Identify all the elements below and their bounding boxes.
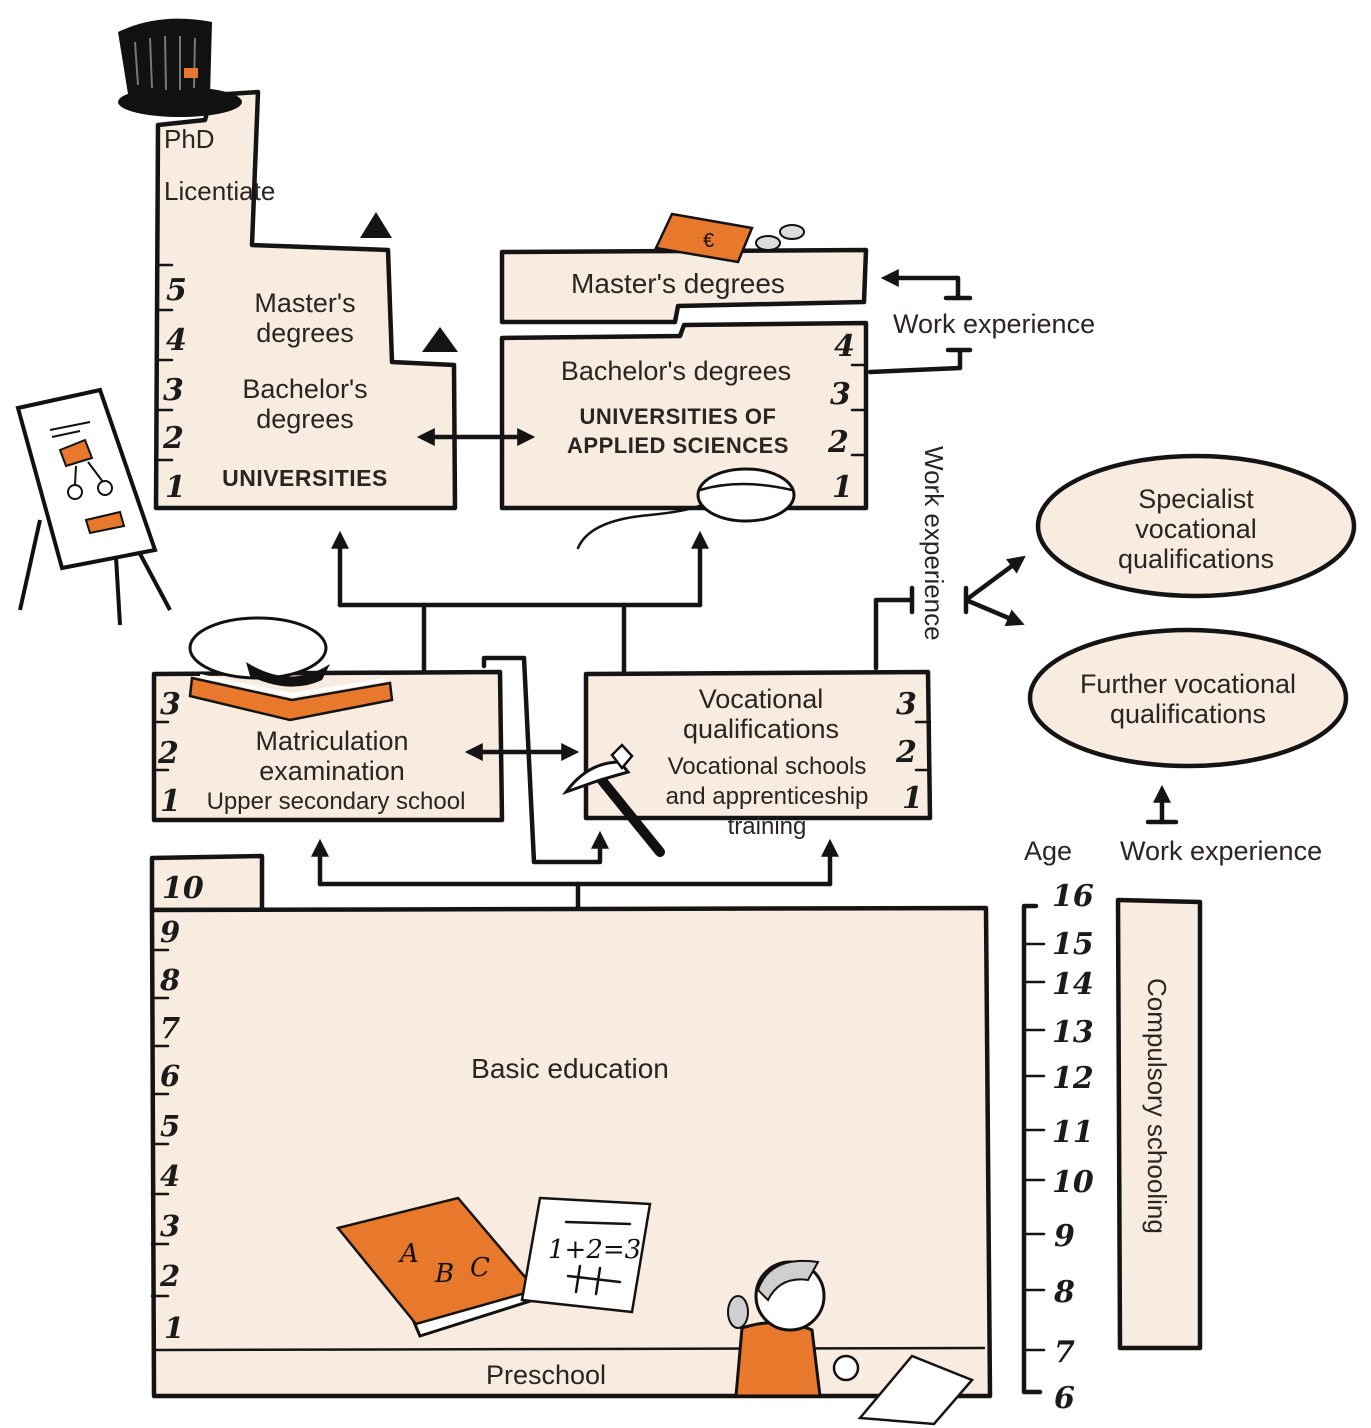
work-experience-vertical-label: Work experience bbox=[919, 446, 949, 641]
compulsory-schooling-bar: Compulsory schooling bbox=[1115, 897, 1203, 1351]
uni-masters-line2: degrees bbox=[256, 318, 354, 348]
specialist-line3: qualifications bbox=[1118, 544, 1274, 574]
book-letter-b: B bbox=[434, 1259, 454, 1289]
vocational-block: 3 2 1 Vocational qualifications Vocation… bbox=[583, 669, 933, 840]
uni-bachelors-line1: Bachelor's bbox=[242, 374, 367, 404]
grade-7: 7 bbox=[160, 1011, 180, 1045]
upsec-year-3: 3 bbox=[160, 687, 181, 722]
uas-year-3: 3 bbox=[830, 377, 851, 412]
licentiate-label: Licentiate bbox=[164, 176, 275, 206]
age-15: 15 bbox=[1052, 927, 1094, 962]
uas-year-4: 4 bbox=[834, 329, 855, 364]
book-letter-c: C bbox=[470, 1253, 490, 1283]
vocational-qual-line2: qualifications bbox=[683, 714, 839, 744]
specialist-line1: Specialist bbox=[1138, 484, 1254, 514]
compulsory-schooling-label: Compulsory schooling bbox=[1142, 978, 1172, 1234]
age-11: 11 bbox=[1052, 1115, 1094, 1150]
further-line2: qualifications bbox=[1110, 699, 1266, 729]
work-experience-branch-arrows bbox=[873, 555, 1026, 671]
money-illustration: € bbox=[654, 212, 805, 264]
uas-masters-label: Master's degrees bbox=[571, 268, 785, 299]
universities-title: UNIVERSITIES bbox=[222, 465, 388, 491]
age-6: 6 bbox=[1054, 1381, 1075, 1416]
age-10: 10 bbox=[1052, 1165, 1094, 1200]
uni-step-arrow-upper bbox=[360, 212, 392, 238]
uas-title-line2: APPLIED SCIENCES bbox=[567, 433, 789, 458]
higher-education-arrows bbox=[331, 530, 709, 675]
flipchart-illustration bbox=[15, 387, 172, 626]
vocational-schools-line3: training bbox=[728, 813, 807, 840]
age-14: 14 bbox=[1052, 967, 1094, 1002]
grade-2: 2 bbox=[159, 1259, 180, 1293]
abc-book-illustration: A B C bbox=[335, 1196, 543, 1338]
age-7: 7 bbox=[1054, 1335, 1075, 1370]
uni-year-2: 2 bbox=[162, 421, 184, 456]
uni-year-5: 5 bbox=[166, 273, 187, 308]
matriculation-line2: examination bbox=[259, 756, 405, 786]
book-letter-a: A bbox=[398, 1239, 419, 1269]
vocational-qual-line1: Vocational bbox=[699, 684, 824, 714]
upsec-year-2: 2 bbox=[157, 736, 179, 771]
age-9: 9 bbox=[1054, 1219, 1075, 1254]
vocational-schools-line1: Vocational schools bbox=[668, 753, 867, 780]
hammer-illustration bbox=[561, 743, 665, 857]
work-experience-bottom-label: Work experience bbox=[1120, 836, 1322, 866]
euro-symbol: € bbox=[703, 230, 714, 252]
grade-6: 6 bbox=[160, 1059, 180, 1093]
upper-secondary-school-label: Upper secondary school bbox=[207, 788, 466, 815]
specialist-qualifications: Specialist vocational qualifications bbox=[1035, 453, 1357, 599]
top-hat-illustration bbox=[118, 18, 242, 117]
math-paper-illustration: 1+2=3 bbox=[520, 1196, 652, 1314]
uni-year-4: 4 bbox=[166, 323, 187, 358]
vocational-schools-line2: and apprenticeship bbox=[666, 783, 869, 810]
preschool-label: Preschool bbox=[486, 1360, 606, 1390]
grade-1: 1 bbox=[164, 1311, 184, 1345]
basic-to-secondary-arrows bbox=[311, 838, 839, 911]
uas-year-1: 1 bbox=[832, 470, 853, 505]
uas-block: Master's degrees 4 3 2 1 Bachelor's degr… bbox=[499, 247, 869, 511]
voc-year-3: 3 bbox=[896, 687, 917, 722]
matriculation-line1: Matriculation bbox=[255, 726, 408, 756]
grade-9: 9 bbox=[160, 915, 180, 949]
further-qualifications: Further vocational qualifications bbox=[1027, 627, 1349, 769]
age-13: 13 bbox=[1052, 1015, 1094, 1050]
uas-bachelors-label: Bachelor's degrees bbox=[561, 356, 791, 386]
further-line1: Further vocational bbox=[1080, 669, 1296, 699]
voc-year-2: 2 bbox=[895, 735, 917, 770]
uas-year-2: 2 bbox=[827, 425, 849, 460]
uas-title-line1: UNIVERSITIES OF bbox=[580, 404, 777, 429]
child-illustration bbox=[727, 1259, 975, 1426]
grade-3: 3 bbox=[160, 1209, 180, 1243]
age-scale: Age 16 15 14 13 12 11 10 9 8 7 6 bbox=[1021, 836, 1094, 1416]
work-experience-top: Work experience bbox=[867, 269, 1095, 375]
age-label: Age bbox=[1024, 836, 1072, 866]
grade-10: 10 bbox=[162, 871, 204, 906]
upsec-year-1: 1 bbox=[160, 784, 181, 819]
uni-step-arrow-lower bbox=[422, 327, 458, 352]
grade-5: 5 bbox=[160, 1109, 180, 1143]
uni-year-1: 1 bbox=[165, 470, 186, 505]
upsec-to-vocational-route-arrow bbox=[481, 655, 609, 865]
voc-year-1: 1 bbox=[902, 781, 923, 816]
uni-masters-line1: Master's bbox=[254, 288, 355, 318]
universities-block: 5 4 3 2 1 PhD Licentiate Master's degree… bbox=[153, 89, 458, 511]
uni-bachelors-line2: degrees bbox=[256, 404, 354, 434]
math-equation: 1+2=3 bbox=[548, 1235, 641, 1265]
grade-8: 8 bbox=[159, 963, 180, 997]
basic-education-block: 10 9 8 7 6 5 4 3 2 1 Basic education Pre… bbox=[149, 853, 993, 1399]
uni-year-3: 3 bbox=[163, 373, 184, 408]
basic-education-label: Basic education bbox=[471, 1053, 669, 1084]
age-8: 8 bbox=[1053, 1275, 1075, 1310]
computer-mouse-illustration bbox=[576, 467, 796, 550]
work-experience-bottom: Work experience bbox=[1120, 784, 1322, 866]
specialist-line2: vocational bbox=[1135, 514, 1257, 544]
grade-4: 4 bbox=[160, 1159, 180, 1193]
phd-label: PhD bbox=[164, 124, 215, 154]
age-12: 12 bbox=[1052, 1061, 1094, 1096]
age-16: 16 bbox=[1052, 879, 1094, 914]
work-experience-top-label: Work experience bbox=[893, 309, 1095, 339]
student-cap-illustration bbox=[188, 616, 394, 722]
